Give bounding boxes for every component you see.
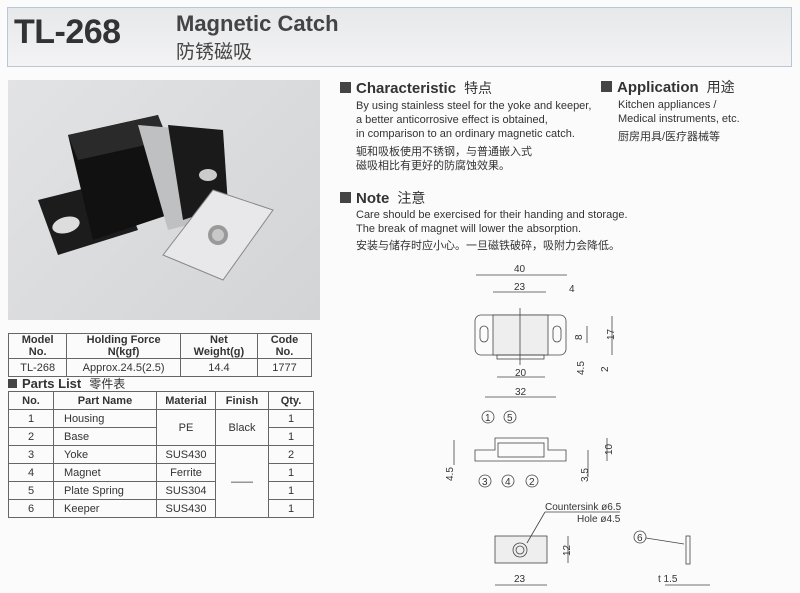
svg-text:2: 2 [529,477,535,488]
svg-text:t 1.5: t 1.5 [658,574,678,585]
svg-text:2: 2 [600,366,611,372]
magnetic-catch-image [38,115,274,281]
characteristic-text: By using stainless steel for the yoke an… [356,100,592,172]
svg-text:Hole ø4.5: Hole ø4.5 [577,514,621,525]
svg-text:23: 23 [514,574,526,585]
product-title-cn: 防锈磁吸 [176,42,253,63]
model-number: TL-268 [14,13,121,51]
svg-text:5: 5 [507,413,513,424]
title-banner [7,7,792,67]
svg-text:23: 23 [514,282,526,293]
top-view-drawing: 40 23 4 17 8 4.5 2 20 32 [474,264,617,398]
svg-text:3.5: 3.5 [580,468,591,482]
note-text: Care should be exercised for their handi… [356,209,628,252]
svg-text:40: 40 [514,264,526,275]
svg-text:Countersink ø6.5: Countersink ø6.5 [545,502,622,513]
keeper-drawing: Countersink ø6.5 Hole ø4.5 12 23 6 t 1.5 [494,502,710,586]
svg-text:4: 4 [569,284,575,295]
svg-text:8: 8 [574,334,585,340]
svg-text:1: 1 [485,413,491,424]
svg-text:12: 12 [562,544,573,556]
svg-text:3: 3 [482,477,488,488]
side-view-drawing: 10 3.5 4.5 1 5 3 4 2 [445,410,615,488]
product-photo [8,80,320,320]
product-title: Magnetic Catch [176,11,339,36]
svg-text:4.5: 4.5 [576,361,587,375]
svg-text:10: 10 [604,443,615,455]
spec-table: Model No.Holding Force N(kgf)Net Weight(… [7,333,313,377]
svg-text:20: 20 [515,368,527,379]
svg-text:6: 6 [637,533,643,544]
svg-text:32: 32 [515,387,527,398]
application-text: Kitchen appliances /Medical instruments,… [618,99,740,143]
svg-text:17: 17 [606,328,617,340]
svg-text:4: 4 [505,477,511,488]
svg-text:4.5: 4.5 [445,467,456,481]
